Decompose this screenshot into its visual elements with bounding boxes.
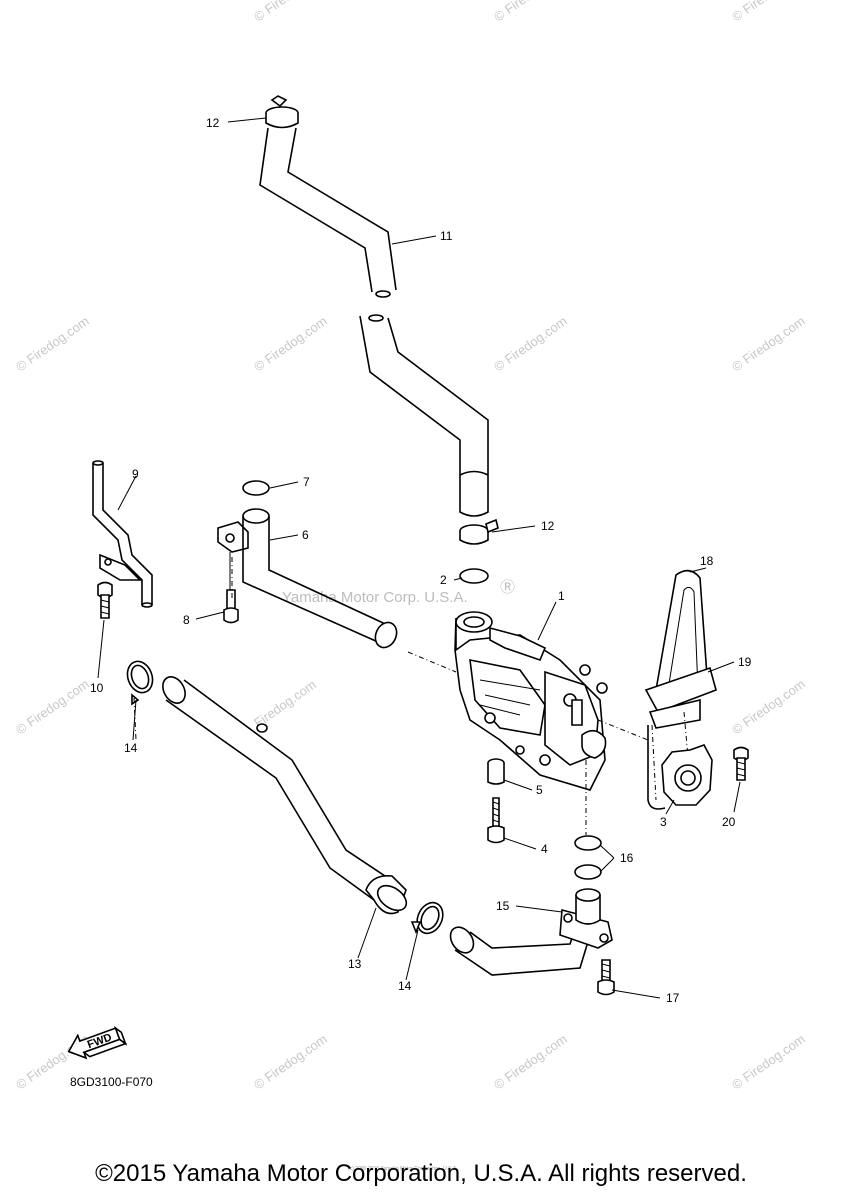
part-10-bolt	[97, 581, 113, 619]
watermark-firedog-center: Firedog.com	[251, 677, 319, 731]
part-5-dowel	[487, 758, 505, 785]
part-20-bolt	[733, 746, 749, 781]
callout-15: 15	[496, 899, 510, 913]
figure-code: 8GD3100-F070	[70, 1075, 153, 1089]
part-14-clamp-upper	[126, 660, 154, 706]
watermark-firedog: © Firedog.com	[491, 1031, 570, 1092]
part-1-oil-pump	[454, 611, 608, 791]
callout-14-lower: 14	[398, 979, 412, 993]
callout-labels: 12 11 7 9 6 12 2 1 18 8 19 10 14 5 3 20 …	[90, 116, 752, 1005]
fwd-arrow: FWD	[67, 1025, 128, 1060]
part-14-clamp-lower	[410, 901, 444, 935]
watermark-firedog: © Firedog.com	[251, 313, 330, 374]
watermark-registered-mark: Ⓡ	[500, 579, 515, 596]
part-19-guide-bracket	[644, 666, 717, 729]
callout-10: 10	[90, 681, 104, 695]
part-12-clamp-lower	[459, 518, 499, 545]
tiny-copyright: (c) 2000-2015 Yamaha Motor Corporation, …	[348, 1166, 458, 1172]
callout-12-top: 12	[206, 116, 220, 130]
callout-5: 5	[536, 783, 543, 797]
part-17-bolt	[597, 959, 615, 996]
watermark-firedog: © Firedog.com	[251, 0, 330, 24]
copyright-footer: ©2015 Yamaha Motor Corporation, U.S.A. A…	[95, 1160, 747, 1187]
part-4-bolt	[487, 797, 505, 844]
part-16-o-ring-a	[574, 835, 602, 851]
part-13-lower-hose	[162, 676, 408, 915]
watermark-firedog: © Firedog.com	[491, 0, 570, 24]
part-2-o-ring	[459, 568, 489, 584]
watermark-firedog: © Firedog.com	[13, 313, 92, 374]
part-11-upper-hose	[259, 127, 489, 517]
callout-14-upper: 14	[124, 741, 138, 755]
callout-13: 13	[348, 957, 362, 971]
callout-8: 8	[183, 613, 190, 627]
part-3-sprocket	[647, 711, 713, 810]
callout-19: 19	[738, 655, 752, 669]
callout-18: 18	[700, 554, 714, 568]
callout-1: 1	[558, 589, 565, 603]
part-9-breather-pipe	[92, 460, 153, 608]
callout-6: 6	[302, 528, 309, 542]
watermark-yamaha: Yamaha Motor Corp. U.S.A.	[282, 589, 468, 606]
watermark-firedog: © Firedog.com	[491, 313, 570, 374]
watermark-firedog: © Firedog.com	[729, 313, 808, 374]
leader-lines	[97, 117, 741, 999]
part-16-o-ring-b	[574, 864, 602, 880]
callout-12-lower: 12	[541, 519, 555, 533]
part-15-outlet-pipe	[449, 888, 613, 976]
callout-9: 9	[132, 467, 139, 481]
callout-2: 2	[440, 573, 447, 587]
part-12-clamp-top	[265, 95, 299, 129]
part-7-o-ring	[242, 480, 270, 496]
callout-20: 20	[722, 815, 736, 829]
watermark-firedog: © Firedog.com	[13, 676, 92, 737]
watermark-firedog: © Firedog.com	[729, 676, 808, 737]
assembly-lines	[133, 555, 649, 835]
watermark-firedog: © Firedog.com	[729, 1031, 808, 1092]
watermark-firedog: © Firedog.com	[729, 0, 808, 24]
part-8-bolt	[223, 552, 239, 624]
callout-11: 11	[440, 229, 453, 243]
callout-17: 17	[666, 991, 680, 1005]
part-18-chain-guide	[655, 569, 709, 691]
callout-7: 7	[303, 475, 310, 489]
callout-4: 4	[541, 842, 548, 856]
callout-3: 3	[660, 815, 667, 829]
watermark-firedog: © Firedog.com	[251, 1031, 330, 1092]
callout-16: 16	[620, 851, 634, 865]
part-6-oil-pipe	[217, 508, 398, 649]
